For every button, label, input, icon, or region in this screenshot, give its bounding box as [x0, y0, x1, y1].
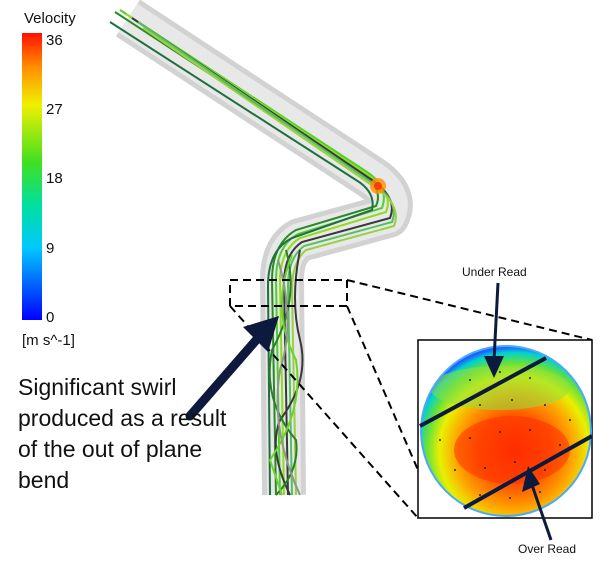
projection-lines [229, 279, 593, 519]
scale-tick-0: 0 [46, 309, 55, 326]
cross-section-contour [419, 345, 593, 517]
scale-tick-27: 27 [46, 101, 63, 118]
section-marker-box [229, 279, 348, 307]
scale-tick-36: 36 [46, 32, 63, 49]
over-read-label: Over Read [518, 542, 577, 556]
swirl-arrow [185, 316, 279, 421]
over-read-arrow [522, 466, 553, 541]
scale-tick-9: 9 [46, 240, 55, 257]
legend-title: Velocity [24, 10, 76, 27]
under-read-label: Under Read [462, 265, 527, 279]
streamlines [109, 9, 397, 496]
legend-units: [m s^-1] [22, 332, 75, 349]
color-scale-bar [22, 33, 42, 320]
under-read-arrow [484, 282, 504, 378]
scale-tick-18: 18 [46, 170, 63, 187]
swirl-annotation: Significant swirl produced as a result o… [18, 374, 227, 493]
